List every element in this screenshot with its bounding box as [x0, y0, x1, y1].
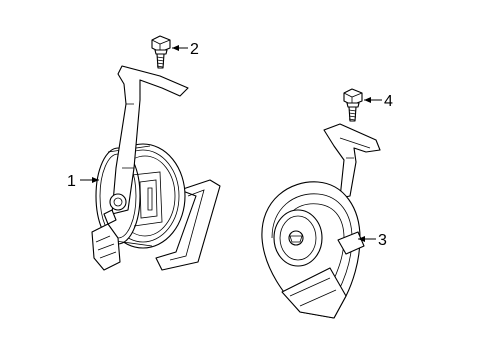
callout-1: 1: [67, 173, 99, 190]
callout-number: 2: [190, 41, 199, 58]
callout-3: 3: [358, 232, 387, 249]
callout-2: 2: [172, 41, 199, 58]
snail-horn-icon: [261, 123, 381, 319]
callout-number: 3: [378, 232, 387, 249]
callout-number: 4: [384, 93, 393, 110]
bolt-icon: [343, 88, 363, 122]
bolt-icon: [151, 35, 171, 69]
callout-4: 4: [364, 93, 393, 110]
callout-number: 1: [67, 173, 76, 190]
horn-with-bracket-icon: [91, 65, 221, 271]
